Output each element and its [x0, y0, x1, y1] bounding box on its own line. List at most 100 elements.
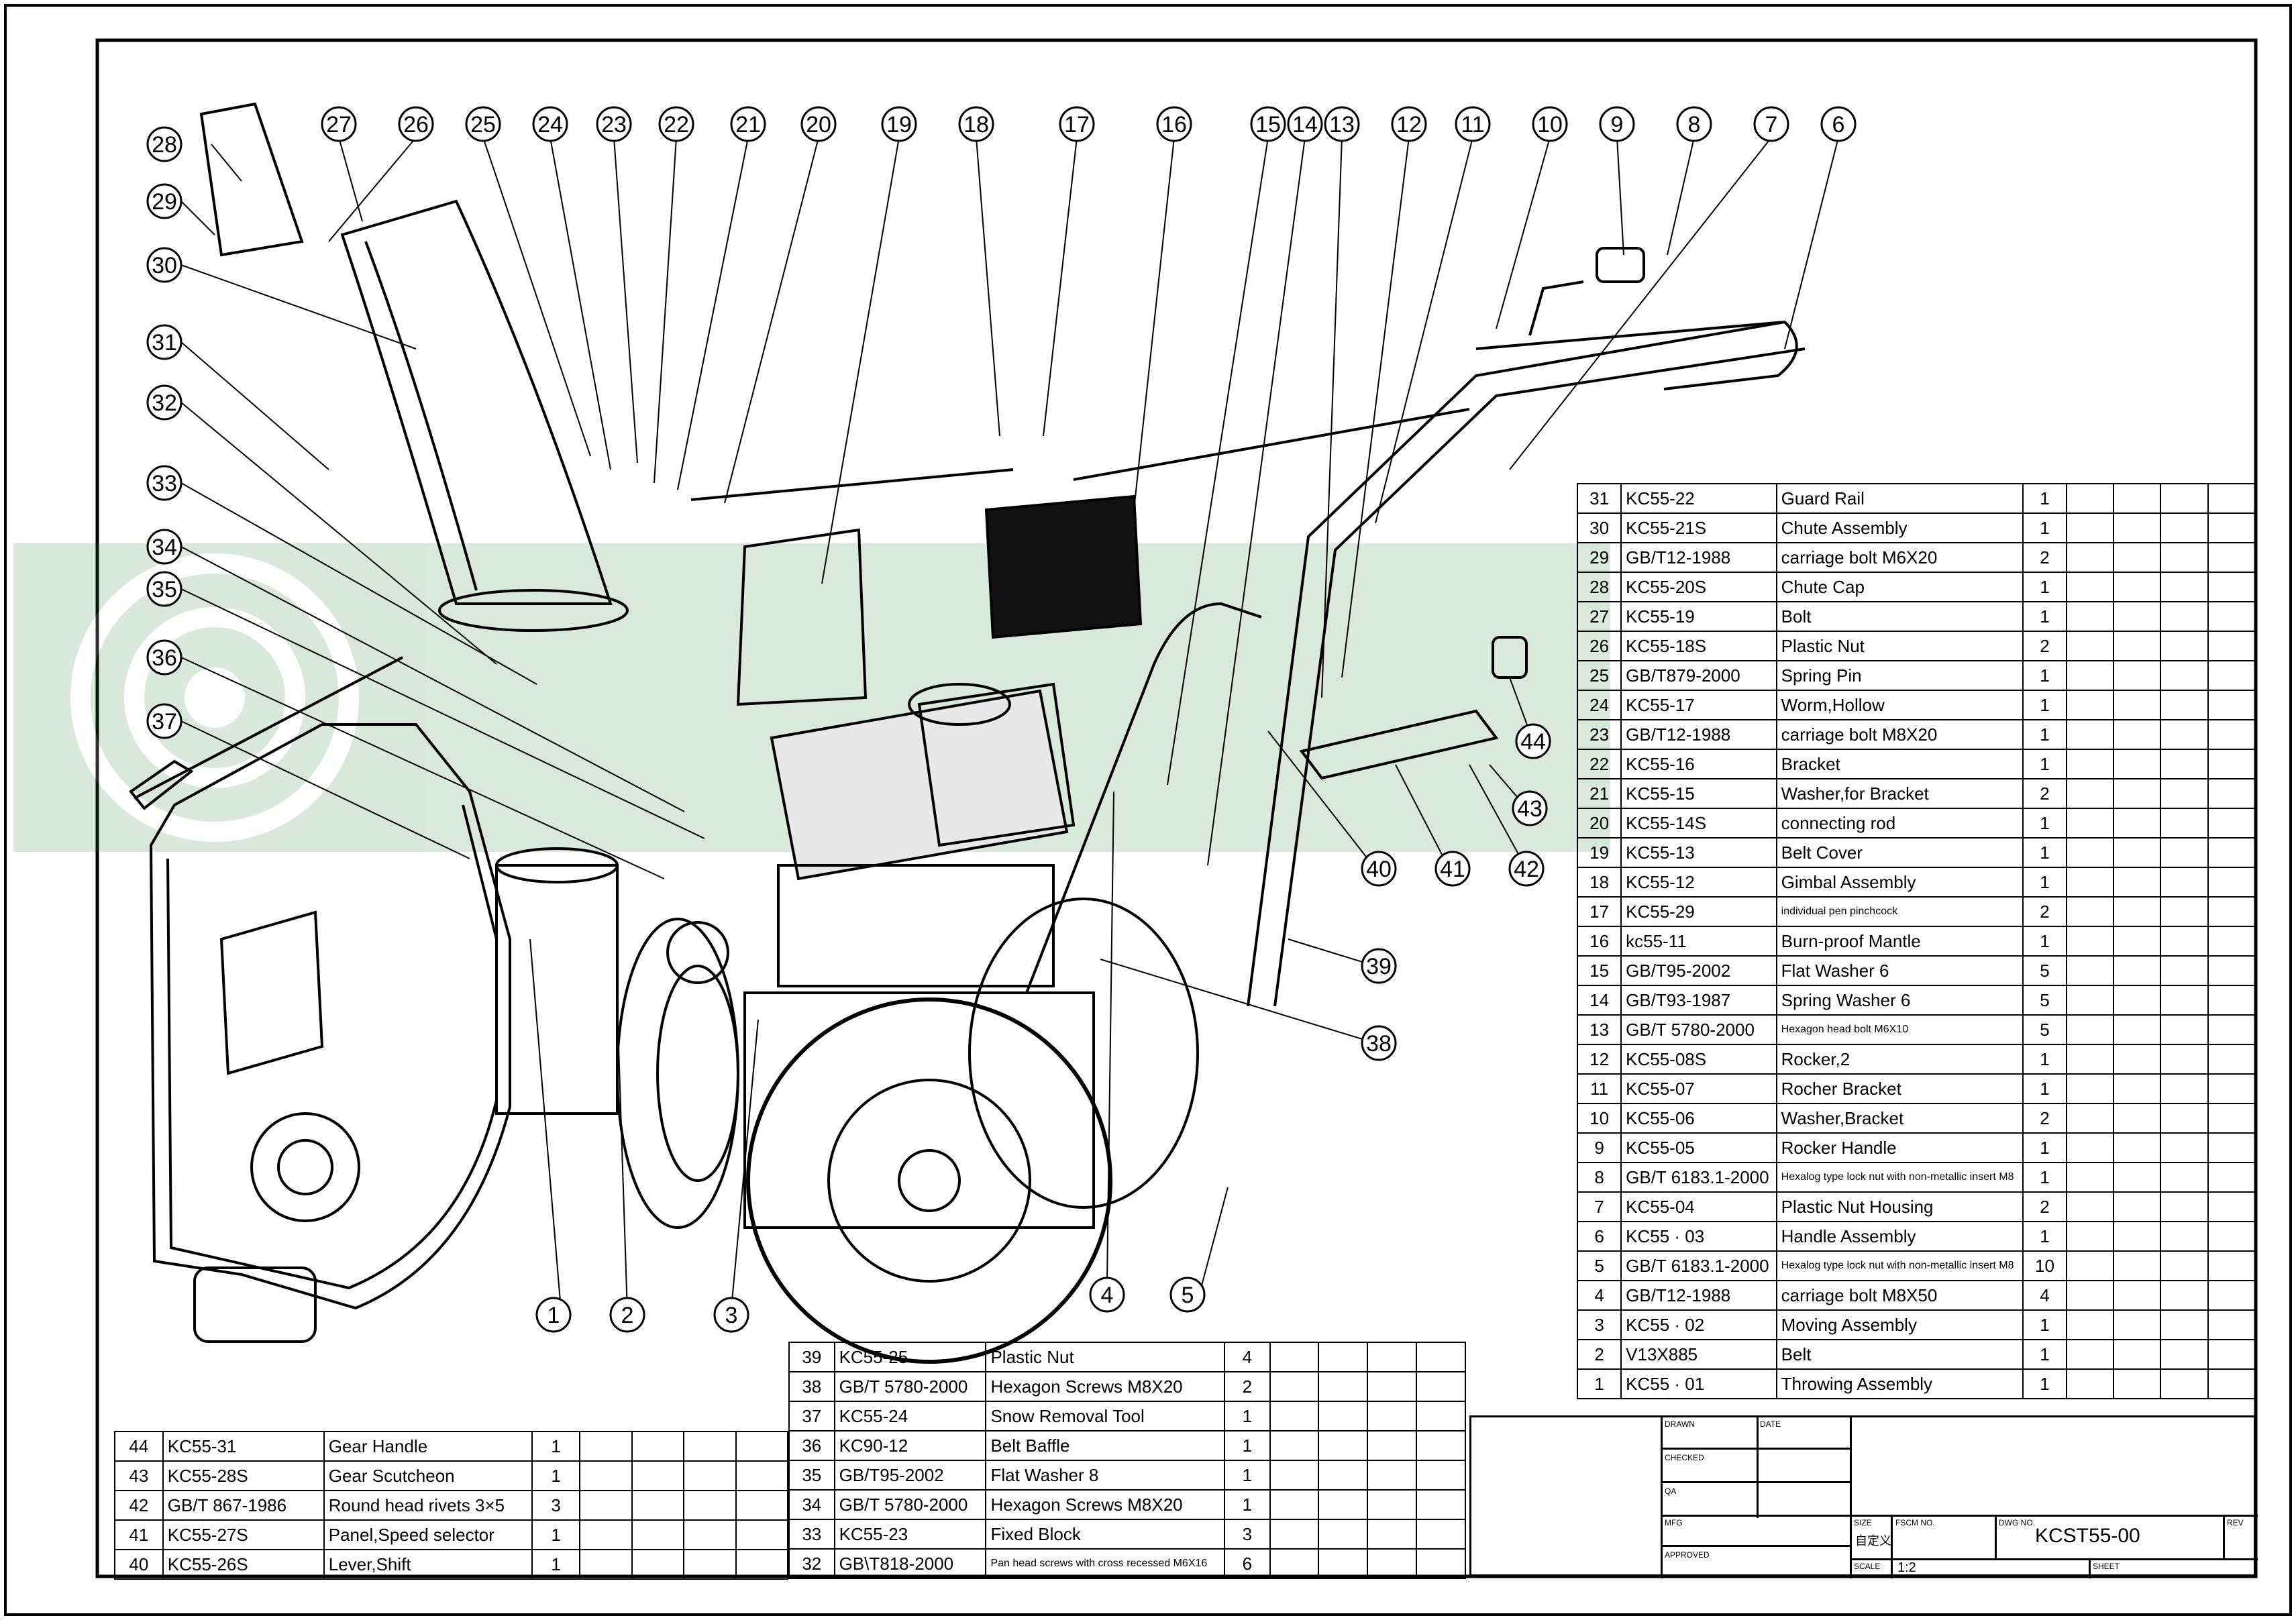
callout-number: 7	[1765, 112, 1778, 138]
approved-label: APPROVED	[1665, 1550, 1710, 1560]
part-description: Spring Washer 6	[1775, 985, 2024, 1016]
empty-cell	[2207, 749, 2256, 779]
part-number: 23	[1576, 719, 1622, 750]
empty-cell	[2066, 808, 2115, 839]
drawn-label: DRAWN	[1665, 1419, 1695, 1429]
part-description: Belt Baffle	[985, 1430, 1226, 1461]
part-code: KC55-14S	[1620, 808, 1777, 839]
empty-cell	[631, 1549, 685, 1580]
empty-cell	[2066, 749, 2115, 779]
mfg-label: MFG	[1665, 1518, 1683, 1527]
callout-number: 40	[1366, 857, 1392, 882]
callout-circle	[146, 126, 182, 162]
part-code: GB/T 5780-2000	[1620, 1014, 1777, 1045]
part-code: KC55-29	[1620, 896, 1777, 927]
part-code: KC55-28S	[162, 1460, 325, 1491]
part-code: KC55-13	[1620, 837, 1777, 868]
part-description: Pan head screws with cross recessed M6X1…	[985, 1548, 1226, 1579]
part-number: 28	[1576, 572, 1622, 602]
empty-cell	[2207, 1132, 2256, 1163]
part-description: Moving Assembly	[1775, 1309, 2024, 1340]
part-description: Washer,for Bracket	[1775, 778, 2024, 809]
callout-number: 28	[152, 132, 177, 158]
empty-cell	[2066, 512, 2115, 543]
part-code: KC55-20S	[1620, 572, 1777, 602]
empty-cell	[2113, 1014, 2162, 1045]
empty-cell	[1318, 1342, 1369, 1372]
part-quantity: 1	[2022, 601, 2068, 632]
callout-circle	[1599, 106, 1635, 142]
empty-cell	[2066, 1250, 2115, 1281]
empty-cell	[1318, 1548, 1369, 1579]
part-code: KC90-12	[833, 1430, 987, 1461]
empty-cell	[1269, 1460, 1320, 1491]
empty-cell	[1416, 1548, 1466, 1579]
empty-cell	[2066, 1162, 2115, 1193]
empty-cell	[2113, 542, 2162, 573]
empty-cell	[2207, 1014, 2256, 1045]
empty-cell	[2160, 601, 2209, 632]
callout-circle	[730, 106, 766, 142]
callout-circle	[596, 106, 632, 142]
part-quantity: 1	[1224, 1460, 1271, 1491]
empty-cell	[1416, 1371, 1466, 1402]
empty-cell	[2207, 778, 2256, 809]
empty-cell	[735, 1490, 789, 1521]
part-number: 13	[1576, 1014, 1622, 1045]
empty-cell	[1318, 1371, 1369, 1402]
empty-cell	[1367, 1548, 1418, 1579]
empty-cell	[2066, 542, 2115, 573]
part-quantity: 1	[2022, 1309, 2068, 1340]
checked-label: CHECKED	[1665, 1453, 1704, 1462]
callout-number: 35	[152, 577, 177, 602]
part-description: Hexagon Screws M8X20	[985, 1489, 1226, 1520]
empty-cell	[2207, 1309, 2256, 1340]
empty-cell	[2113, 1221, 2162, 1252]
part-code: KC55-23	[833, 1519, 987, 1550]
empty-cell	[2066, 1191, 2115, 1222]
part-description: Hexagon head bolt M6X10	[1775, 1014, 2024, 1045]
callout-number: 30	[152, 253, 177, 278]
empty-cell	[2207, 1162, 2256, 1193]
callout-circle	[146, 183, 182, 219]
empty-cell	[2113, 1103, 2162, 1134]
part-code: KC55 · 01	[1620, 1368, 1777, 1399]
dwg-label: DWG NO.	[1999, 1518, 2035, 1527]
part-description: Worm,Hollow	[1775, 690, 2024, 720]
part-description: connecting rod	[1775, 808, 2024, 839]
part-quantity: 2	[2022, 896, 2068, 927]
part-quantity: 3	[531, 1490, 581, 1521]
empty-cell	[2160, 542, 2209, 573]
callout-number: 27	[326, 112, 352, 138]
part-quantity: 1	[1224, 1489, 1271, 1520]
empty-cell	[1416, 1342, 1466, 1372]
empty-cell	[2207, 837, 2256, 868]
empty-cell	[2207, 542, 2256, 573]
callout-number: 31	[152, 330, 177, 356]
empty-cell	[2113, 1250, 2162, 1281]
part-number: 1	[1576, 1368, 1622, 1399]
part-code: GB/T879-2000	[1620, 660, 1777, 691]
part-description: Plastic Nut Housing	[1775, 1191, 2024, 1222]
callout-number: 24	[537, 112, 563, 138]
part-description: Hexalog type lock nut with non-metallic …	[1775, 1250, 2024, 1281]
callout-number: 6	[1832, 112, 1845, 138]
callout-number: 4	[1101, 1283, 1114, 1308]
callout-circle	[1676, 106, 1712, 142]
empty-cell	[1367, 1342, 1418, 1372]
part-code: GB/T12-1988	[1620, 542, 1777, 573]
part-quantity: 1	[2022, 483, 2068, 514]
part-quantity: 4	[2022, 1280, 2068, 1311]
callout-circle	[1324, 106, 1360, 142]
part-number: 34	[788, 1489, 835, 1520]
callout-number: 18	[963, 112, 989, 138]
empty-cell	[735, 1431, 789, 1462]
part-code: GB/T93-1987	[1620, 985, 1777, 1016]
empty-cell	[2160, 1014, 2209, 1045]
